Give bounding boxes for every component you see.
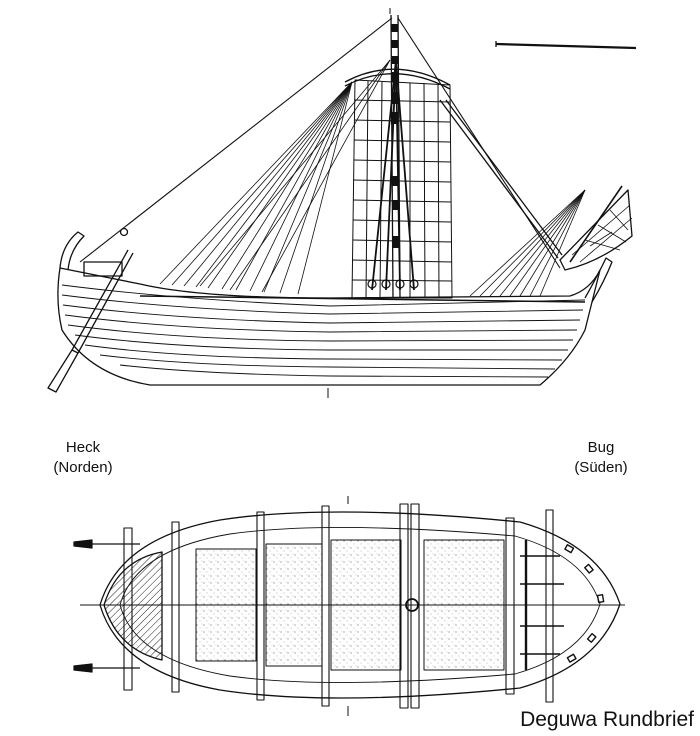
backstay-block xyxy=(119,227,129,237)
stern-cabin xyxy=(83,261,123,277)
gunwale-wale xyxy=(139,295,586,303)
square-sail xyxy=(351,79,453,299)
bow-brace xyxy=(439,99,563,259)
top-steering-oars xyxy=(73,539,140,673)
sail-brails xyxy=(371,59,415,291)
backstay xyxy=(79,17,393,263)
stern-label: Heck (Norden) xyxy=(40,438,126,478)
side-ticks xyxy=(327,8,391,398)
cross-beams xyxy=(123,503,554,709)
forestay xyxy=(397,17,561,269)
stern-deck-hatched xyxy=(103,551,163,661)
bow-label-name: Bug xyxy=(587,439,615,456)
bowsprit xyxy=(569,185,623,263)
side-stern-post xyxy=(59,231,85,271)
top-mast-step xyxy=(405,598,419,612)
stern-label-name: Heck xyxy=(65,439,101,456)
brail-rings xyxy=(367,279,419,289)
side-view xyxy=(47,8,637,398)
side-hull-outline xyxy=(57,267,601,386)
top-view xyxy=(73,496,625,716)
bow-thole-pins xyxy=(520,540,605,670)
stern-shrouds xyxy=(159,59,391,295)
side-bow-post xyxy=(584,257,613,303)
top-hull-outline xyxy=(99,511,621,699)
bow-label: Bug (Süden) xyxy=(558,438,644,478)
bow-label-direction: (Süden) xyxy=(574,459,628,476)
stern-label-direction: (Norden) xyxy=(53,459,113,476)
bow-shrouds xyxy=(469,189,586,297)
top-deck-edge xyxy=(119,527,601,683)
source-credit: Deguwa Rundbrief xyxy=(520,708,694,731)
scale-bar xyxy=(495,41,637,50)
foresail xyxy=(559,189,633,271)
steering-oar xyxy=(47,249,134,393)
